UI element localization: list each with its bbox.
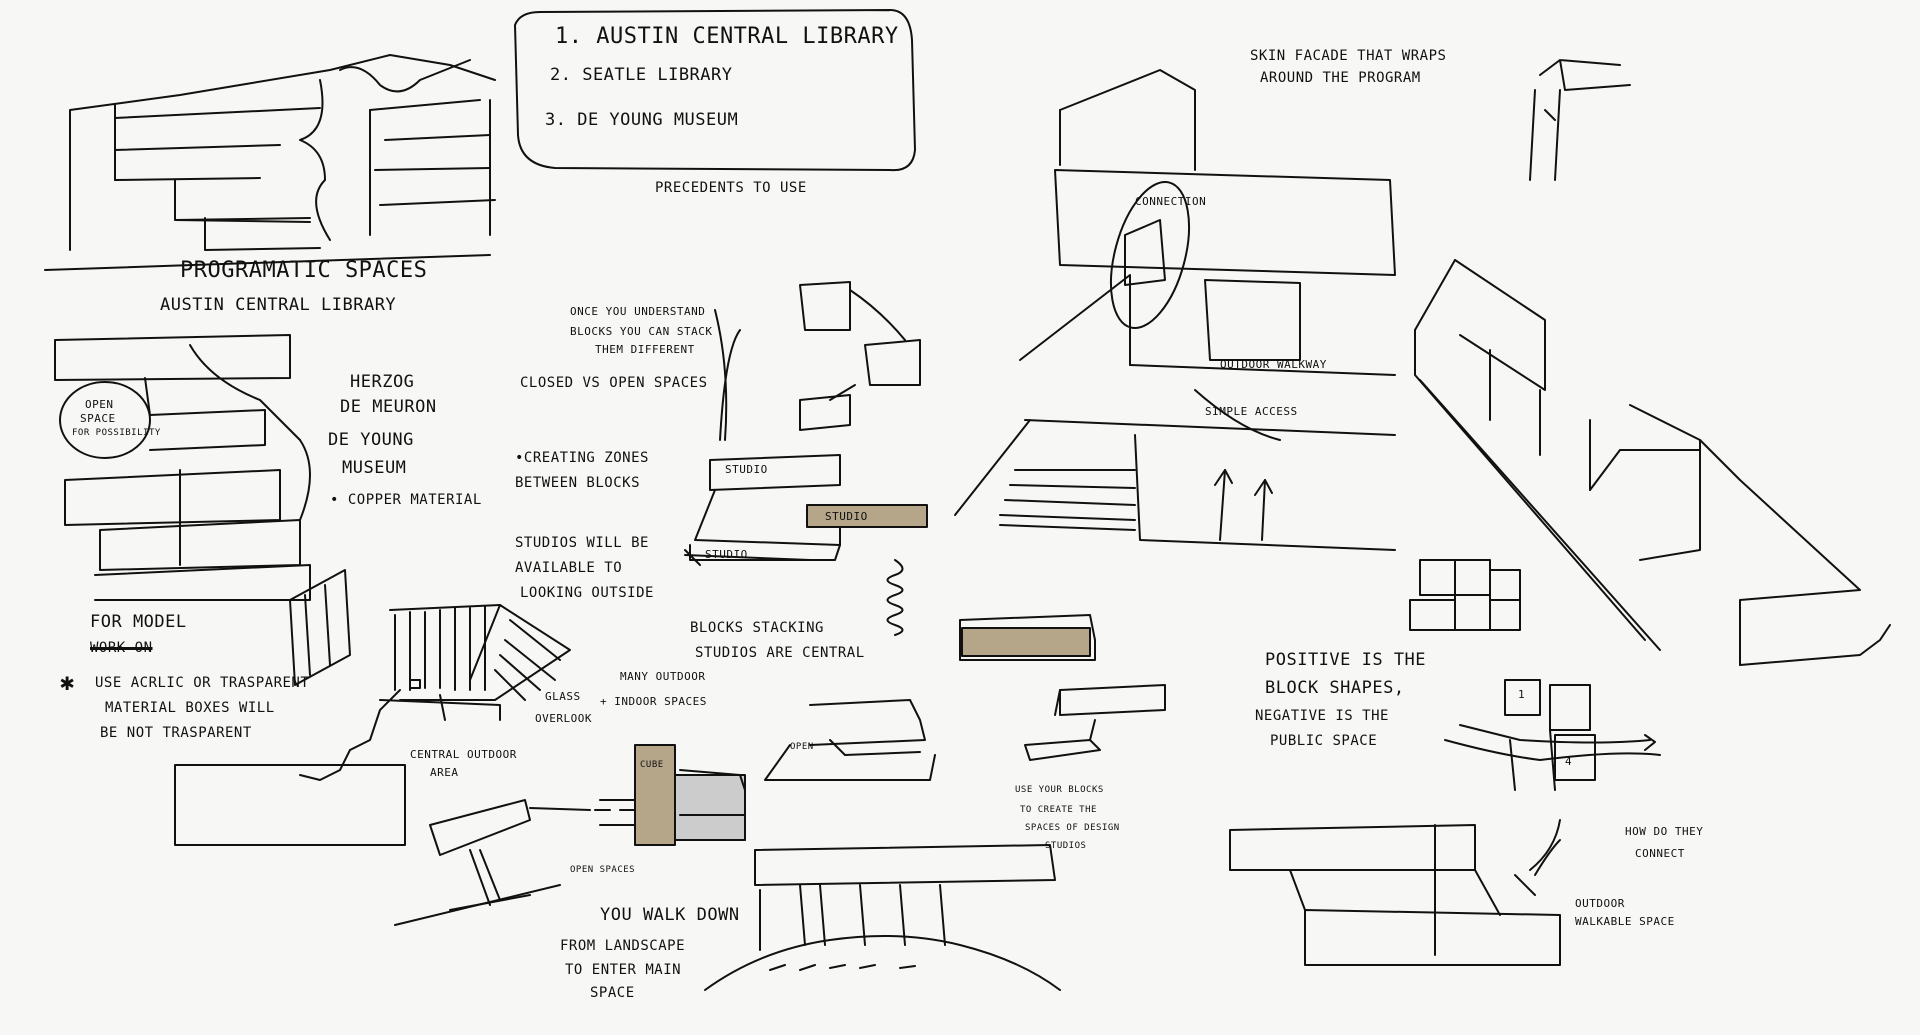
cube-label: CUBE xyxy=(640,760,664,770)
use-blocks-4: STUDIOS xyxy=(1045,841,1087,851)
open-spaces-label: OPEN SPACES xyxy=(570,865,636,875)
kraft-top-block xyxy=(961,627,1091,657)
model-title: FOR MODEL xyxy=(90,612,187,632)
outdoor-walk-label: OUTDOOR WALKWAY xyxy=(1220,358,1327,371)
skin-label-2: AROUND THE PROGRAM xyxy=(1260,70,1421,86)
studios-note-2: AVAILABLE TO xyxy=(515,560,623,576)
austin-section-sketch xyxy=(54,334,311,601)
facade-perspective-sketch xyxy=(954,69,1396,551)
positive-label-2: BLOCK SHAPES, xyxy=(1265,678,1405,698)
studio-label-1: STUDIO xyxy=(725,463,768,476)
studios-note-1: STUDIOS WILL BE xyxy=(515,535,649,551)
model-note-2: MATERIAL BOXES WILL xyxy=(105,700,275,716)
grid-number-1: 1 xyxy=(1518,688,1526,701)
precedent-item-1: 1. AUSTIN CENTRAL LIBRARY xyxy=(555,24,899,49)
outdoor-walkable-2: WALKABLE SPACE xyxy=(1575,915,1675,928)
positive-label-4: PUBLIC SPACE xyxy=(1270,733,1378,749)
central-blocks-sketch xyxy=(959,614,1166,761)
studio-label-3: STUDIO xyxy=(705,548,748,561)
model-note-3: BE NOT TRASPARENT xyxy=(100,725,252,741)
how-connect-2: CONNECT xyxy=(1635,847,1685,860)
positive-label-1: POSITIVE IS THE xyxy=(1265,650,1427,670)
skin-label-1: SKIN FACADE THAT WRAPS xyxy=(1250,48,1447,64)
herzog-label-3: DE YOUNG xyxy=(328,430,414,450)
positive-label-3: NEGATIVE IS THE xyxy=(1255,708,1389,724)
window-panel-sketch xyxy=(289,569,351,686)
herzog-label-1: HERZOG xyxy=(350,372,415,392)
precedent-item-2: 2. SEATLE LIBRARY xyxy=(550,65,733,85)
zones-label-2: BETWEEN BLOCKS xyxy=(515,475,641,491)
grid-squares-sketch xyxy=(1409,559,1521,631)
open-space-label-3: FOR POSSIBILITY xyxy=(72,428,161,438)
programatic-heading: PROGRAMATIC SPACES xyxy=(180,258,428,283)
closed-open-label: CLOSED VS OPEN SPACES xyxy=(520,375,708,391)
asterisk-icon: ✱ xyxy=(60,668,75,696)
how-connect-1: HOW DO THEY xyxy=(1625,825,1704,838)
block-perspective-sketch xyxy=(1414,259,1891,666)
walk-down-2: FROM LANDSCAPE xyxy=(560,938,686,954)
use-blocks-3: SPACES OF DESIGN xyxy=(1025,823,1120,833)
many-outdoor-1: MANY OUTDOOR xyxy=(620,670,706,683)
studio-kraft-block xyxy=(806,504,928,528)
connection-label: CONNECTION xyxy=(1135,195,1207,208)
many-outdoor-2: + INDOOR SPACES xyxy=(600,695,707,708)
abstract-block-sketch xyxy=(714,281,921,441)
walk-down-1: YOU WALK DOWN xyxy=(600,905,740,925)
walk-down-3: TO ENTER MAIN xyxy=(565,962,682,978)
overlook-structure-sketch xyxy=(394,799,641,926)
precedents-caption: PRECEDENTS TO USE xyxy=(655,180,807,196)
blocks-label-2: STUDIOS ARE CENTRAL xyxy=(695,645,865,661)
once-label-2: BLOCKS YOU CAN STACK xyxy=(570,325,713,338)
studios-note-3: LOOKING OUTSIDE xyxy=(520,585,654,601)
positive-negative-diagram xyxy=(1444,679,1661,791)
outdoor-area-sketch xyxy=(174,604,571,846)
blocks-label-1: BLOCKS STACKING xyxy=(690,620,824,636)
central-outdoor-2: AREA xyxy=(430,766,459,779)
herzog-label-4: MUSEUM xyxy=(342,458,407,478)
precedents-box xyxy=(514,9,916,172)
model-note-1: USE ACRLIC OR TRASPARENT xyxy=(95,675,310,691)
corner-detail-sketch xyxy=(1529,59,1631,181)
walk-down-4: SPACE xyxy=(590,985,635,1001)
glass-label-2: OVERLOOK xyxy=(535,712,592,725)
use-blocks-1: USE YOUR BLOCKS xyxy=(1015,785,1104,795)
herzog-label-2: DE MEURON xyxy=(340,397,437,417)
precedent-item-3: 3. DE YOUNG MUSEUM xyxy=(545,110,739,130)
simple-access-label: SIMPLE ACCESS xyxy=(1205,405,1298,418)
zones-label-1: •CREATING ZONES xyxy=(515,450,649,466)
stacked-studios-sketch xyxy=(684,454,904,636)
open-label: OPEN xyxy=(790,742,814,752)
once-label-3: THEM DIFFERENT xyxy=(595,343,695,356)
use-blocks-2: TO CREATE THE xyxy=(1020,805,1097,815)
entry-blocks-sketch xyxy=(599,699,936,846)
grid-number-4: 4 xyxy=(1565,755,1573,768)
studio-label-2: STUDIO xyxy=(825,510,868,523)
copper-label: • COPPER MATERIAL xyxy=(330,492,482,508)
austin-subheading: AUSTIN CENTRAL LIBRARY xyxy=(160,295,397,315)
bridge-connection-sketch xyxy=(1229,819,1561,966)
once-label-1: ONCE YOU UNDERSTAND xyxy=(570,305,706,318)
walk-down-sketch xyxy=(704,844,1061,991)
open-space-label-1: OPEN xyxy=(85,398,114,411)
glass-label-1: GLASS xyxy=(545,690,581,703)
outdoor-walkable-1: OUTDOOR xyxy=(1575,897,1625,910)
central-outdoor-1: CENTRAL OUTDOOR xyxy=(410,748,517,761)
open-space-label-2: SPACE xyxy=(80,412,116,425)
austin-library-elevation-sketch xyxy=(44,54,496,271)
model-struck: WORK ON xyxy=(90,640,153,656)
